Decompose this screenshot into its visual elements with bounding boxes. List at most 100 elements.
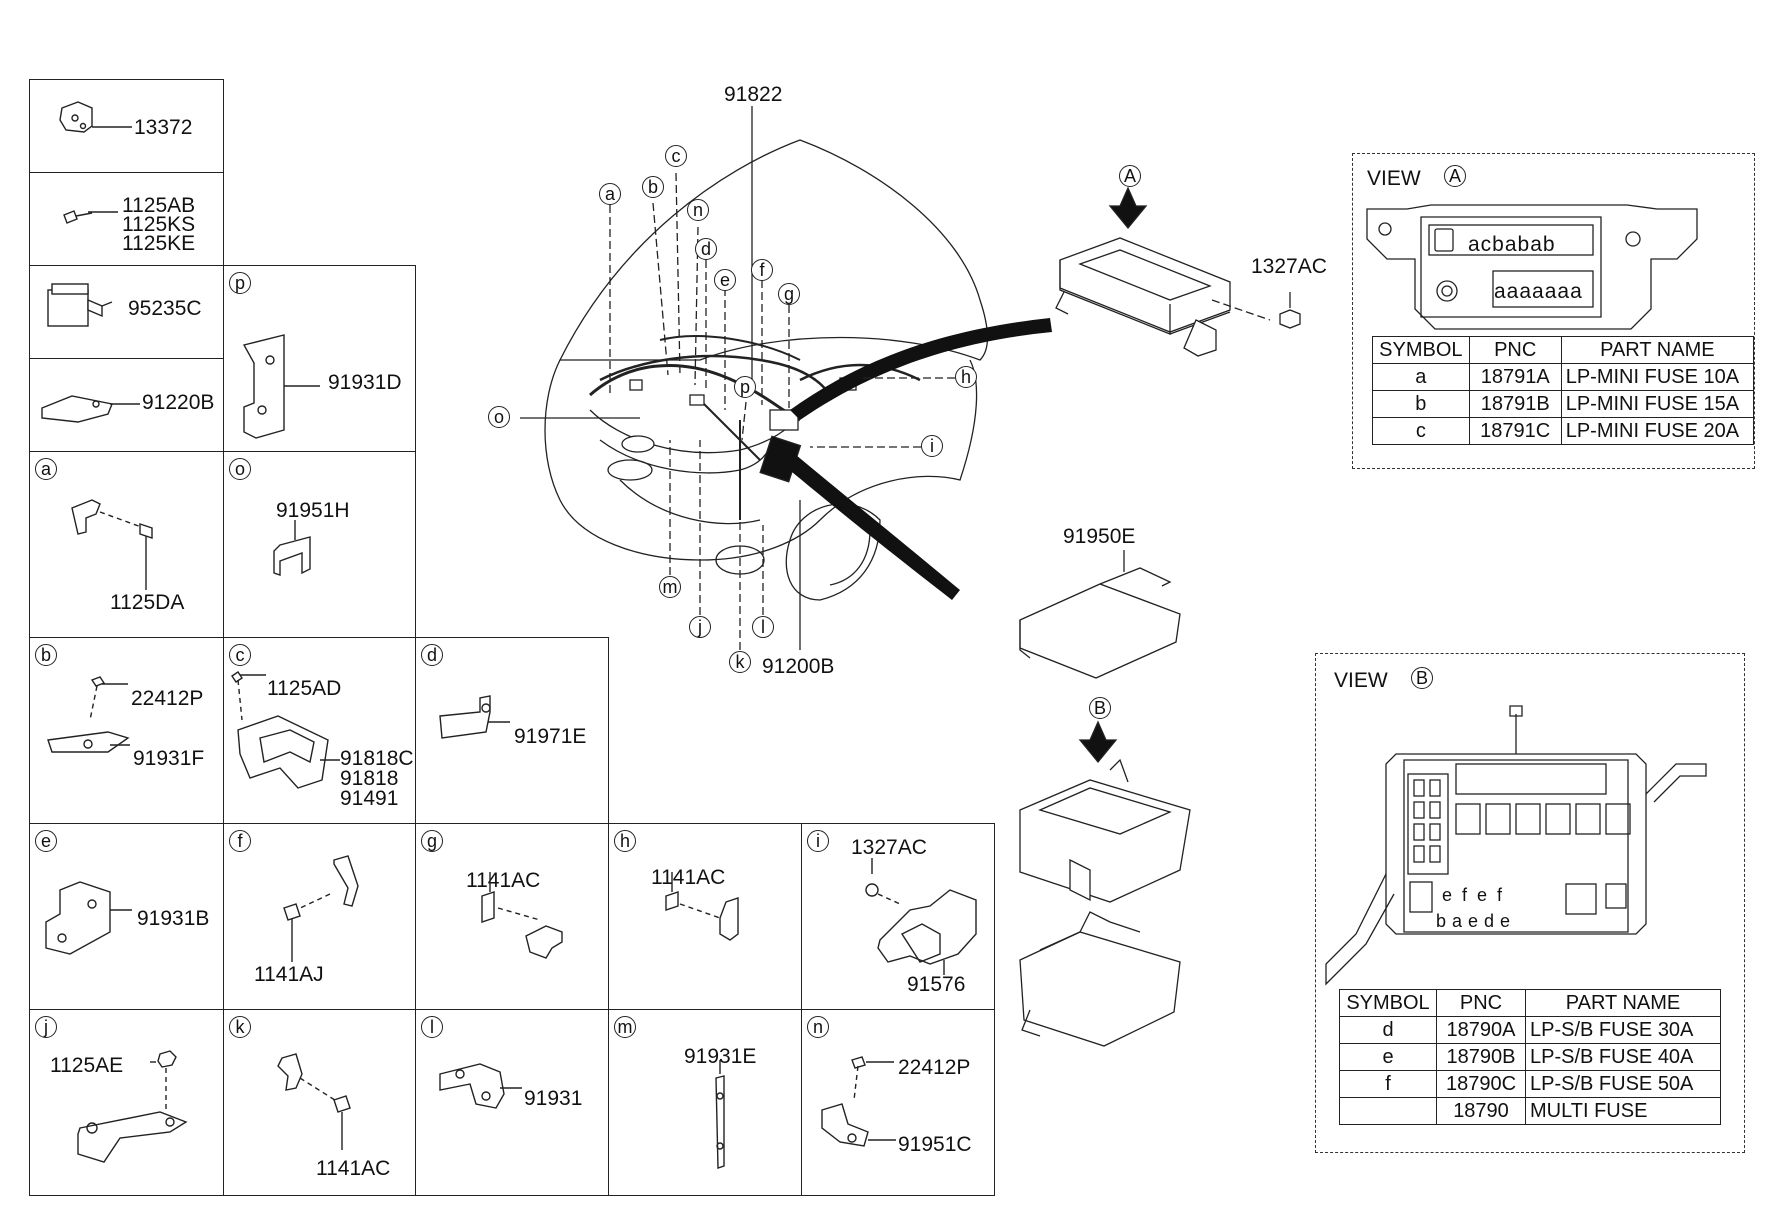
- part-label: 1141AC: [466, 869, 541, 892]
- view-b-fuse-row-bottom: baede: [1436, 911, 1517, 931]
- callout-h: h: [955, 366, 977, 388]
- callout-i: i: [921, 435, 943, 457]
- callout-tag: l: [421, 1016, 443, 1038]
- cover-label-91950e: 91950E: [1063, 525, 1136, 548]
- callout-m: m: [659, 576, 681, 598]
- part-cell-n: n 22412P 91951C: [801, 1009, 995, 1196]
- part-label: 1125AD: [267, 677, 342, 700]
- part-label: 1141AJ: [254, 963, 324, 986]
- view-b-fuse-row-top: efef: [1442, 885, 1513, 905]
- symbol-cell: a: [1372, 363, 1470, 391]
- callout-b: b: [642, 176, 664, 198]
- table-header: PNC: [1436, 989, 1526, 1017]
- part-name-cell: LP-MINI FUSE 15A: [1560, 390, 1755, 418]
- callout-n: n: [687, 199, 709, 221]
- symbol-cell: [1339, 1097, 1437, 1125]
- part-cell-a: a 1125DA: [29, 451, 224, 638]
- part-name-cell: LP-MINI FUSE 10A: [1560, 363, 1755, 391]
- callout-d: d: [695, 238, 717, 260]
- part-label: 91931E: [684, 1045, 757, 1068]
- table-row: d 18790A LP-S/B FUSE 30A: [1339, 1016, 1721, 1044]
- pnc-cell: 18791B: [1468, 390, 1562, 418]
- part-label: 91951C: [898, 1133, 972, 1156]
- symbol-cell: b: [1372, 390, 1470, 418]
- callout-tag: a: [35, 458, 57, 480]
- callout-tag: h: [614, 830, 636, 852]
- view-a-panel: VIEW A acbabab aaaaaaa SYMBOL PNC PART N…: [1352, 153, 1755, 469]
- part-label: 1141AC: [651, 866, 726, 889]
- table-row: f 18790C LP-S/B FUSE 50A: [1339, 1070, 1721, 1098]
- callout-e: e: [714, 269, 736, 291]
- part-label: 1327AC: [851, 836, 927, 859]
- callout-tag: b: [35, 644, 57, 666]
- symbol-cell: e: [1339, 1043, 1437, 1071]
- view-a-fuse-box-sketch: [1366, 204, 1698, 330]
- view-a-fuse-table: SYMBOL PNC PART NAME a 18791A LP-MINI FU…: [1372, 336, 1755, 445]
- callout-tag: o: [229, 458, 251, 480]
- table-header: PART NAME: [1525, 989, 1721, 1017]
- part-label: 91931B: [137, 907, 210, 930]
- part-name-cell: LP-MINI FUSE 20A: [1560, 417, 1755, 445]
- table-header: SYMBOL: [1372, 336, 1470, 364]
- part-cell-j: j 1125AE: [29, 1009, 224, 1196]
- callout-l: l: [752, 616, 774, 638]
- part-name-cell: LP-S/B FUSE 40A: [1525, 1043, 1721, 1071]
- callout-tag: k: [229, 1016, 251, 1038]
- callout-tag: p: [229, 272, 251, 294]
- part-label: 1125KE: [122, 232, 196, 255]
- callout-o: o: [488, 406, 510, 428]
- callout-tag: f: [229, 830, 251, 852]
- view-b-title: VIEW: [1334, 669, 1388, 692]
- part-label: 91818: [340, 767, 399, 790]
- part-label: 91491: [340, 787, 399, 810]
- part-label: 91220B: [142, 391, 215, 414]
- part-label: 91818C: [340, 747, 414, 770]
- callout-p: p: [734, 376, 756, 398]
- view-b-fuse-box-sketch: [1325, 705, 1707, 986]
- part-name-cell: LP-S/B FUSE 50A: [1525, 1070, 1721, 1098]
- harness-label-91200b: 91200B: [762, 655, 835, 678]
- table-header: PNC: [1468, 336, 1562, 364]
- part-label: 1125KS: [122, 213, 196, 236]
- view-a-title: VIEW: [1367, 167, 1421, 190]
- view-a-fuse-row-bottom: aaaaaaa: [1494, 280, 1583, 303]
- part-label: 91971E: [514, 725, 587, 748]
- view-a-fuse-row-top: acbabab: [1468, 233, 1556, 256]
- table-header: PART NAME: [1560, 336, 1755, 364]
- table-row: a 18791A LP-MINI FUSE 10A: [1372, 363, 1755, 391]
- callout-tag: g: [421, 830, 443, 852]
- part-label: 91951H: [276, 499, 350, 522]
- part-cell-13372: 13372: [29, 79, 224, 173]
- part-label: 22412P: [898, 1056, 971, 1079]
- part-cell-k: k 1141AC: [223, 1009, 416, 1196]
- view-b-fuse-table: SYMBOL PNC PART NAME d 18790A LP-S/B FUS…: [1339, 989, 1721, 1125]
- part-cell-l: l 91931: [415, 1009, 609, 1196]
- part-name-cell: LP-S/B FUSE 30A: [1525, 1016, 1721, 1044]
- part-label: 91576: [907, 973, 966, 996]
- pnc-cell: 18790C: [1436, 1070, 1526, 1098]
- marker-b-main: B: [1089, 697, 1111, 719]
- symbol-cell: d: [1339, 1016, 1437, 1044]
- table-row: e 18790B LP-S/B FUSE 40A: [1339, 1043, 1721, 1071]
- part-label: 1125DA: [110, 591, 185, 614]
- view-b-marker: B: [1411, 667, 1433, 689]
- part-cell-h: h 1141AC: [608, 823, 802, 1010]
- pnc-cell: 18790: [1436, 1097, 1526, 1125]
- symbol-cell: c: [1372, 417, 1470, 445]
- nut-label-1327ac: 1327AC: [1251, 255, 1327, 278]
- part-cell-b: b 22412P 91931F: [29, 637, 224, 824]
- part-label: 95235C: [128, 297, 202, 320]
- callout-tag: d: [421, 644, 443, 666]
- part-label: 1125AB: [122, 194, 196, 217]
- callout-k: k: [729, 651, 751, 673]
- part-cell-m: m 91931E: [608, 1009, 802, 1196]
- part-label: 91931: [524, 1087, 583, 1110]
- callout-g: g: [778, 283, 800, 305]
- part-label: 91931F: [133, 747, 205, 770]
- marker-a-main: A: [1119, 165, 1141, 187]
- part-label: 13372: [134, 116, 193, 139]
- callout-j: j: [689, 616, 711, 638]
- part-cell-o: o 91951H: [223, 451, 416, 638]
